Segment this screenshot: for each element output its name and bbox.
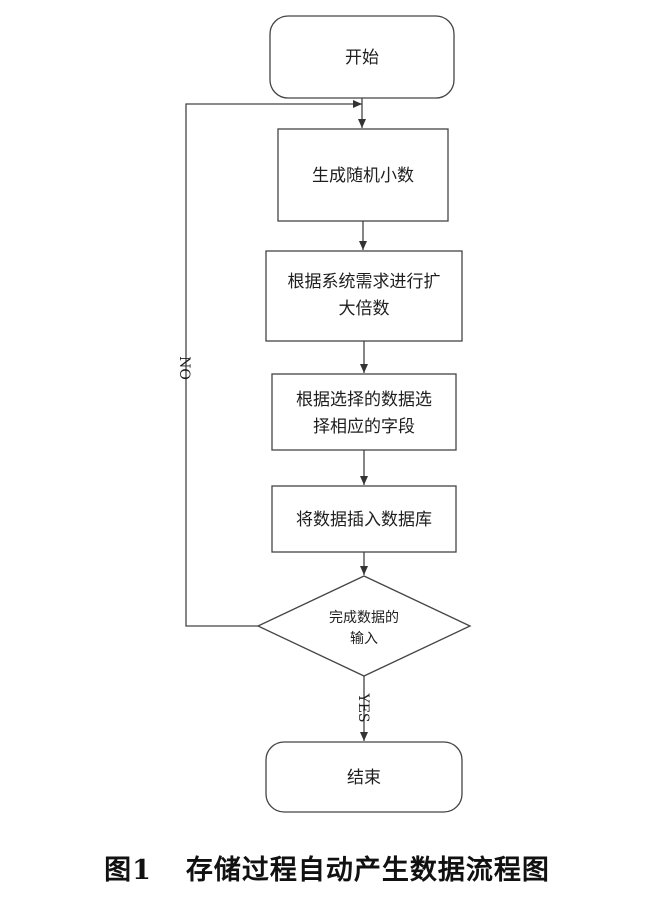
step-insert-database [271,485,457,553]
step-scale-multiplier [265,250,463,342]
decision-label-1: 完成数据的 [329,610,399,626]
flowchart: 开始 生成随机小数 根据系统需求进行扩 大倍数 根据选择的数据选 择相应的字段 … [176,15,472,813]
start-label: 开始 [345,48,379,68]
yes-label: YES [355,692,371,722]
figure-title: 存储过程自动产生数据流程图 [185,855,550,886]
end-label: 结束 [347,768,381,788]
decision-input-complete [256,575,472,677]
figure-caption: 图1 存储过程自动产生数据流程图 [0,848,654,887]
step-generate-random-label: 生成随机小数 [312,166,414,186]
step-generate-random [277,128,449,222]
no-label: NO [176,356,192,380]
step-select-fields [271,373,457,451]
step-select-fields-label-1: 根据选择的数据选 [296,390,432,410]
decision-label-2: 输入 [350,631,378,647]
step-scale-multiplier-label-2: 大倍数 [339,299,390,319]
step-scale-multiplier-label-1: 根据系统需求进行扩 [288,272,441,292]
connector-no-loop [185,100,362,627]
end-node [265,741,463,813]
step-insert-database-label: 将数据插入数据库 [296,510,432,530]
figure-number: 图1 [104,855,152,886]
step-select-fields-label-2: 择相应的字段 [313,417,415,437]
